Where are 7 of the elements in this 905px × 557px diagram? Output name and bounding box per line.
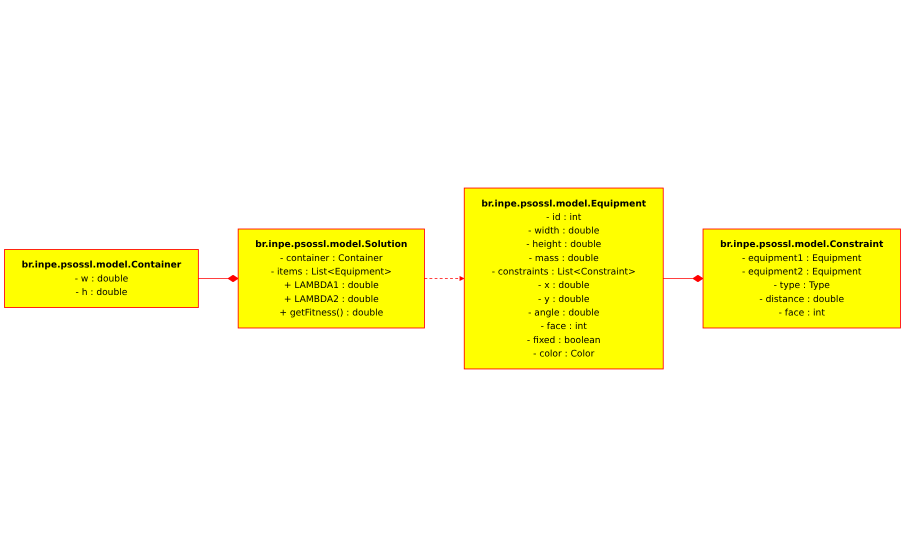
- class-box: br.inpe.psossl.model.Solution - container : Container - items : List<Equipment> + LAMBDA1 : double + LAMBDA2 : double + getFitness() : double: [238, 228, 425, 328]
- class-box: br.inpe.psossl.model.Container - w : double - h : double: [4, 249, 199, 308]
- composition-line: [198, 274, 239, 282]
- class-box: br.inpe.psossl.model.Equipment - id : int - width : double - height : double - mass : double - constraints : List<Constraint> - x : double - y : double - angle : double - face : int - fixed : boolean - color : Color: [464, 188, 664, 370]
- dependency-arrow: [424, 276, 464, 281]
- composition-line: [662, 274, 704, 282]
- class-box: br.inpe.psossl.model.Constraint - equipment1 : Equipment - equipment2 : Equipment - type : Type - distance : double - face : int: [702, 228, 901, 328]
